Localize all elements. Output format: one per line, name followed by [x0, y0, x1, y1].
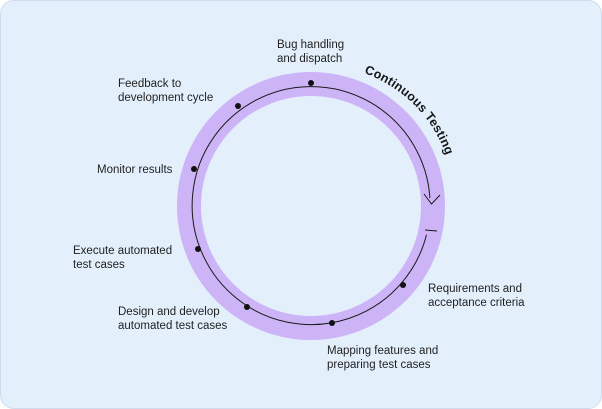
- step-dot-feedback: [235, 103, 241, 109]
- cycle-ring: [177, 72, 445, 340]
- step-label-line: Execute automated: [73, 245, 172, 257]
- step-dot-design: [244, 304, 250, 310]
- step-label-execute: Execute automated test cases: [73, 245, 175, 271]
- step-label-bug-handling: Bug handling and dispatch: [277, 39, 347, 65]
- step-label-line: and dispatch: [277, 53, 342, 65]
- step-label-feedback: Feedback to development cycle: [118, 78, 213, 104]
- step-label-design: Design and develop automated test cases: [118, 306, 228, 332]
- step-label-line: Bug handling: [277, 39, 344, 51]
- cycle-arrow-icon: [423, 193, 441, 205]
- step-label-line: automated test cases: [118, 320, 228, 332]
- step-label-line: Design and develop: [118, 306, 220, 318]
- step-dot-monitor: [191, 166, 197, 172]
- step-label-line: Monitor results: [97, 164, 173, 176]
- step-label-line: test cases: [73, 259, 125, 271]
- cycle-start-tick: [424, 229, 438, 232]
- step-label-line: Mapping features and: [327, 345, 438, 357]
- step-dots: [191, 80, 406, 326]
- step-dot-mapping: [329, 320, 335, 326]
- step-dot-execute: [195, 246, 201, 252]
- step-label-requirements: Requirements and acceptance criteria: [428, 283, 525, 309]
- step-label-line: Feedback to: [118, 78, 181, 90]
- step-dot-requirements: [400, 282, 406, 288]
- step-label-line: development cycle: [118, 92, 213, 104]
- step-label-mapping: Mapping features and preparing test case…: [327, 345, 441, 371]
- step-label-line: Requirements and: [428, 283, 522, 295]
- step-label-line: acceptance criteria: [428, 297, 525, 309]
- step-dot-bug-handling: [308, 80, 314, 86]
- cycle-line: [191, 86, 431, 325]
- step-label-monitor: Monitor results: [97, 164, 173, 176]
- step-labels: Bug handling and dispatch Feedback to de…: [73, 39, 525, 371]
- step-label-line: preparing test cases: [327, 359, 431, 371]
